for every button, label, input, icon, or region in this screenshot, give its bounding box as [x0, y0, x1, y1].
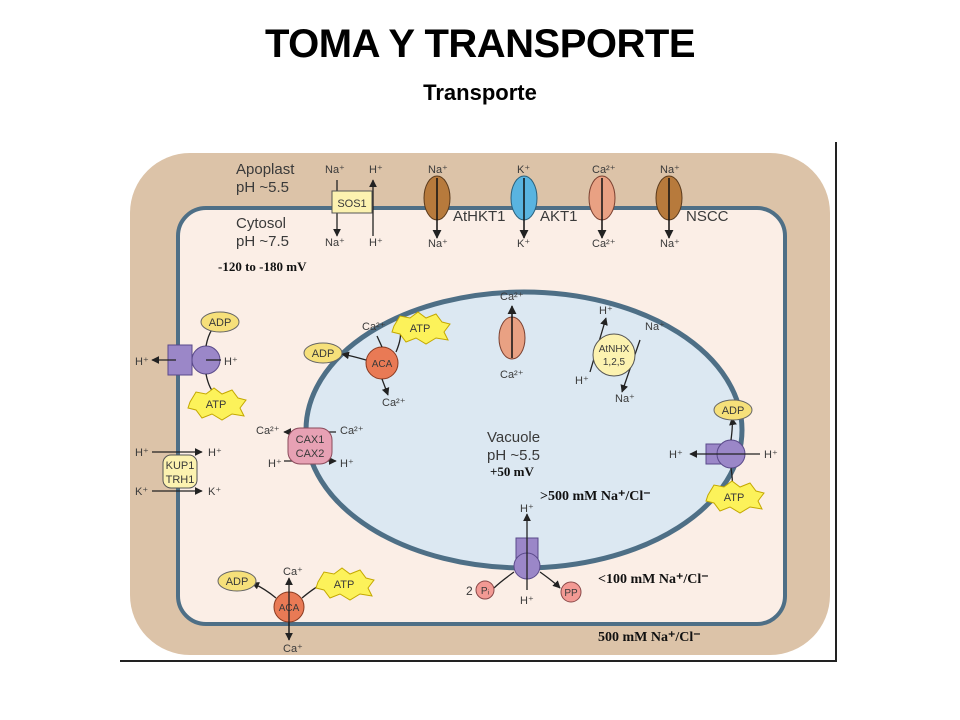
athkt1-label: AtHKT1: [453, 208, 506, 225]
pyro-h-vac: H⁺: [520, 503, 534, 515]
kup-k-in: K⁺: [208, 486, 221, 498]
cytosol-label: Cytosol: [236, 215, 286, 232]
vacuole-label: Vacuole: [487, 429, 540, 446]
pm-aca-atp: ATP: [334, 579, 355, 591]
cax-antiporter: CAX1 CAX2 Ca²⁺ Ca²⁺ H⁺ H⁺: [256, 425, 364, 470]
left-pump-h-in: H⁺: [224, 356, 238, 368]
vacuolar-aca-pump: ACA ADP ATP Ca²⁺ Ca²⁺: [303, 311, 451, 409]
vac-aca-atp: ATP: [410, 323, 431, 335]
kup1-trh1-symporter: KUP1 TRH1 H⁺ H⁺ K⁺ K⁺: [135, 447, 222, 498]
sos1-na-out: Na⁺: [325, 164, 345, 176]
cax-h-vac: H⁺: [340, 458, 354, 470]
trh1-label: TRH1: [166, 474, 195, 486]
athkt1-na-out: Na⁺: [428, 164, 448, 176]
cytosol-concentration: <100 mM Na⁺/Cl⁻: [598, 572, 709, 587]
vac-channel-ca-vac: Ca²⁺: [500, 369, 524, 381]
vacuolar-pyrophosphatase: 2 Pᵢ PP H⁺ H⁺: [466, 503, 582, 607]
sos1-h-out: H⁺: [369, 164, 383, 176]
pyro-h-cyt: H⁺: [520, 595, 534, 607]
pm-aca-ca-in: Ca⁺: [283, 643, 303, 655]
kup-h-out: H⁺: [135, 447, 149, 459]
nscc-na-out: Na⁺: [660, 164, 680, 176]
vac-channel-ca-cyt: Ca²⁺: [500, 291, 524, 303]
pyro-pp: PP: [564, 588, 578, 599]
vac-aca-ca-vac: Ca²⁺: [382, 397, 406, 409]
right-pump-h-cyt: H⁺: [764, 449, 778, 461]
pm-ca-in: Ca²⁺: [592, 238, 616, 250]
cytosol-voltage: -120 to -180 mV: [218, 259, 307, 274]
vacuolar-proton-pump-right: ADP ATP H⁺ H⁺: [669, 399, 778, 514]
kup-h-in: H⁺: [208, 447, 222, 459]
nscc-na-in: Na⁺: [660, 238, 680, 250]
akt1-channel: K⁺ K⁺ AKT1: [510, 164, 578, 250]
vacuole-concentration: >500 mM Na⁺/Cl⁻: [540, 489, 651, 504]
pm-ca-out: Ca²⁺: [592, 164, 616, 176]
apoplast-concentration: 500 mM Na⁺/Cl⁻: [598, 630, 701, 645]
sos1-na-in: Na⁺: [325, 237, 345, 249]
page-title: TOMA Y TRANSPORTE: [264, 22, 696, 66]
akt1-label: AKT1: [540, 208, 578, 225]
atnhx-antiporter: AtNHX 1,2,5 H⁺ Na⁺ H⁺ Na⁺: [575, 305, 665, 405]
sos1-label: SOS1: [337, 198, 366, 210]
akt1-k-out: K⁺: [517, 164, 530, 176]
pm-aca-adp: ADP: [226, 576, 249, 588]
cytosol-ph: pH ~7.5: [236, 233, 289, 250]
vacuole-ph: pH ~5.5: [487, 447, 540, 464]
kup-k-out: K⁺: [135, 486, 148, 498]
nscc-channel: Na⁺ Na⁺ NSCC: [655, 164, 729, 250]
apoplast-label: Apoplast: [236, 161, 295, 178]
right-pump-atp: ATP: [724, 492, 745, 504]
vac-aca-ca-cyt: Ca²⁺: [362, 321, 386, 333]
vacuolar-calcium-channel: Ca²⁺ Ca²⁺: [498, 291, 526, 381]
pyro-two: 2: [466, 584, 473, 598]
atnhx-isoforms: 1,2,5: [603, 357, 626, 368]
left-pump-h-out: H⁺: [135, 356, 149, 368]
nscc-label: NSCC: [686, 208, 729, 225]
akt1-k-in: K⁺: [517, 238, 530, 250]
cax-ca-vac: Ca²⁺: [340, 425, 364, 437]
pyro-pi: Pᵢ: [481, 586, 490, 597]
vac-aca-label: ACA: [372, 359, 393, 370]
pm-aca-pump: ACA ADP ATP Ca⁺ Ca⁺: [217, 566, 375, 655]
right-pump-h-vac: H⁺: [669, 449, 683, 461]
atnhx-h-cyt: H⁺: [599, 305, 613, 317]
kup1-label: KUP1: [166, 460, 195, 472]
atnhx-h-vac: H⁺: [575, 375, 589, 387]
cax1-label: CAX1: [296, 434, 325, 446]
cax-h-cyt: H⁺: [268, 458, 282, 470]
pm-aca-ca-out: Ca⁺: [283, 566, 303, 578]
page-subtitle: Transporte: [423, 80, 537, 105]
sos1-h-in: H⁺: [369, 237, 383, 249]
vacuole-voltage: +50 mV: [490, 464, 534, 479]
vac-aca-adp: ADP: [312, 348, 335, 360]
cax-ca-cyt: Ca²⁺: [256, 425, 280, 437]
right-pump-adp: ADP: [722, 405, 745, 417]
calcium-channel-pm: Ca²⁺ Ca²⁺: [588, 164, 616, 250]
athkt1-na-in: Na⁺: [428, 238, 448, 250]
left-pump-adp: ADP: [209, 317, 232, 329]
athkt1-channel: Na⁺ Na⁺ AtHKT1: [423, 164, 506, 250]
sos1-antiporter: SOS1 Na⁺ H⁺ Na⁺ H⁺: [325, 164, 383, 249]
left-pump-atp: ATP: [206, 399, 227, 411]
pm-proton-pump-left: ADP ATP H⁺ H⁺: [135, 311, 247, 421]
atnhx-na-cyt: Na⁺: [645, 321, 665, 333]
atnhx-na-vac: Na⁺: [615, 393, 635, 405]
apoplast-ph: pH ~5.5: [236, 179, 289, 196]
atnhx-label: AtNHX: [599, 344, 630, 355]
cax2-label: CAX2: [296, 448, 325, 460]
